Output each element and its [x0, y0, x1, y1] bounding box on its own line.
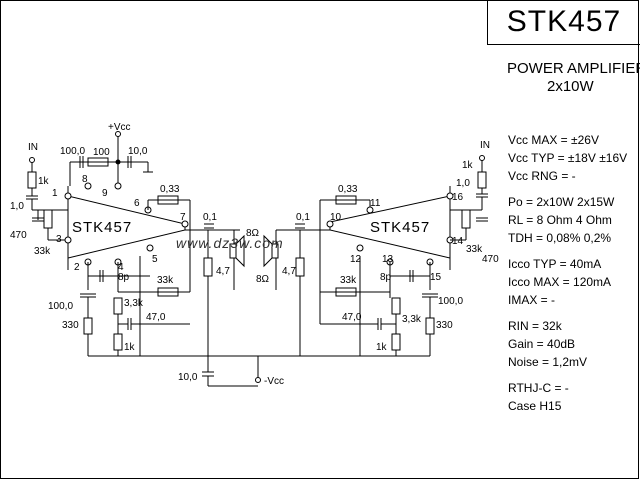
spec-tdh: TDH = 0,08% 0,2%	[508, 231, 612, 245]
resistor-1k-right-bottom	[391, 333, 401, 351]
chip-label-right: STK457	[370, 219, 430, 236]
resistor-47-left	[203, 257, 213, 277]
label-c47-b: 47,0	[342, 312, 362, 323]
resistor-1k-left-in	[27, 171, 37, 189]
watermark: www.dz3w.com	[176, 235, 284, 251]
spec-icco-typ: Icco TYP = 40mA	[508, 257, 602, 271]
label-r33k-b: 33k	[157, 275, 174, 286]
label-c10-a: 1,0	[10, 201, 24, 212]
label-spk-a: 8Ω	[246, 228, 260, 239]
label-r47-b: 4,7	[282, 266, 296, 277]
pin-8: 8	[82, 174, 88, 185]
label-c10-b: 1,0	[456, 178, 470, 189]
label-r33k-a: 33k	[34, 246, 51, 257]
pin-1: 1	[52, 188, 58, 199]
resistor-47-right	[295, 257, 305, 277]
pin-10: 10	[330, 212, 342, 223]
pin-2: 2	[74, 262, 80, 273]
spec-imax: IMAX = -	[508, 293, 556, 307]
pin-16: 16	[452, 192, 464, 203]
label-c8p-b: 8p	[380, 272, 392, 283]
spec-vcc-rng: Vcc RNG = -	[508, 169, 576, 183]
label-r33k-d: 33k	[466, 244, 483, 255]
label-c47-a: 47,0	[146, 312, 166, 323]
label-r47-a: 4,7	[216, 266, 230, 277]
label-r330-b: 330	[436, 320, 453, 331]
resistor-33-right	[391, 297, 401, 315]
label-c100-b: 100,0	[438, 296, 463, 307]
label-r033-b: 0,33	[338, 184, 358, 195]
subtitle-line1: POWER AMPLIFIER	[507, 60, 640, 77]
supply-neg-label: -Vcc	[264, 376, 284, 387]
label-c8p-a: 8p	[118, 272, 130, 283]
pin-7: 7	[180, 212, 186, 223]
spec-noise: Noise = 1,2mV	[508, 355, 588, 369]
spec-po: Po = 2x10W 2x15W	[508, 195, 615, 209]
spec-vcc-max: Vcc MAX = ±26V	[508, 133, 599, 147]
spec-rin: RIN = 32k	[508, 319, 562, 333]
spec-case: Case H15	[508, 399, 562, 413]
pin-4: 4	[118, 262, 124, 273]
spec-gain: Gain = 40dB	[508, 337, 576, 351]
label-c10-bottom: 10,0	[178, 372, 198, 383]
resistor-033-left	[157, 195, 179, 205]
label-r33k-c: 33k	[340, 275, 357, 286]
pin-15: 15	[430, 272, 442, 283]
label-c10-top: 10,0	[128, 146, 148, 157]
title-box: STK457	[487, 0, 640, 45]
resistor-1k-right-in	[477, 171, 487, 189]
label-c01-b: 0,1	[296, 212, 310, 223]
supply-pos-label: +Vcc	[108, 122, 131, 133]
pin-6: 6	[134, 198, 140, 209]
spec-vcc-typ: Vcc TYP = ±18V ±16V	[508, 151, 628, 165]
label-c01-a: 0,1	[203, 212, 217, 223]
label-c100-top: 100,0	[60, 146, 85, 157]
speaker-right-icon	[263, 234, 273, 268]
label-r330-a: 330	[62, 320, 79, 331]
resistor-33k-left	[43, 209, 53, 229]
pin-9: 9	[102, 188, 108, 199]
label-r1k-c: 1k	[376, 342, 388, 353]
part-number-title: STK457	[506, 5, 622, 38]
resistor-1k-left-bottom	[113, 333, 123, 351]
resistor-330-right	[425, 317, 435, 335]
resistor-330-left	[83, 317, 93, 335]
label-r470-a: 470	[10, 230, 27, 241]
speaker-left-icon	[235, 234, 245, 268]
pin-5: 5	[152, 254, 158, 265]
label-r33-b: 3,3k	[402, 314, 422, 325]
resistor-33k-right-fb	[335, 287, 357, 297]
resistor-33k-left-fb	[157, 287, 179, 297]
label-r1k-a: 1k	[38, 176, 50, 187]
label-r470-b: 470	[482, 254, 499, 265]
label-c100-a: 100,0	[48, 301, 73, 312]
resistor-33-left	[113, 297, 123, 315]
chip-label-left: STK457	[72, 219, 132, 236]
label-spk-b: 8Ω	[256, 274, 270, 285]
spec-rthjc: RTHJ-C = -	[508, 381, 569, 395]
pin-3: 3	[56, 234, 62, 245]
subtitle-line2: 2x10W	[547, 78, 594, 95]
resistor-33k-right	[461, 209, 471, 229]
spec-icco-max: Icco MAX = 120mA	[508, 275, 612, 289]
pin-11: 11	[370, 198, 381, 209]
label-r033-a: 0,33	[160, 184, 180, 195]
label-in-left: IN	[28, 142, 38, 153]
spec-rl: RL = 8 Ohm 4 Ohm	[508, 213, 612, 227]
resistor-100	[87, 157, 109, 167]
resistor-033-right	[335, 195, 357, 205]
pin-13: 13	[382, 254, 394, 265]
pin-14: 14	[452, 236, 464, 247]
label-r33-a: 3,3k	[124, 298, 144, 309]
label-r1k-d: 1k	[462, 160, 474, 171]
label-r1k-b: 1k	[124, 342, 136, 353]
label-r100: 100	[93, 147, 110, 158]
label-in-right: IN	[480, 140, 490, 151]
pin-12: 12	[350, 254, 362, 265]
